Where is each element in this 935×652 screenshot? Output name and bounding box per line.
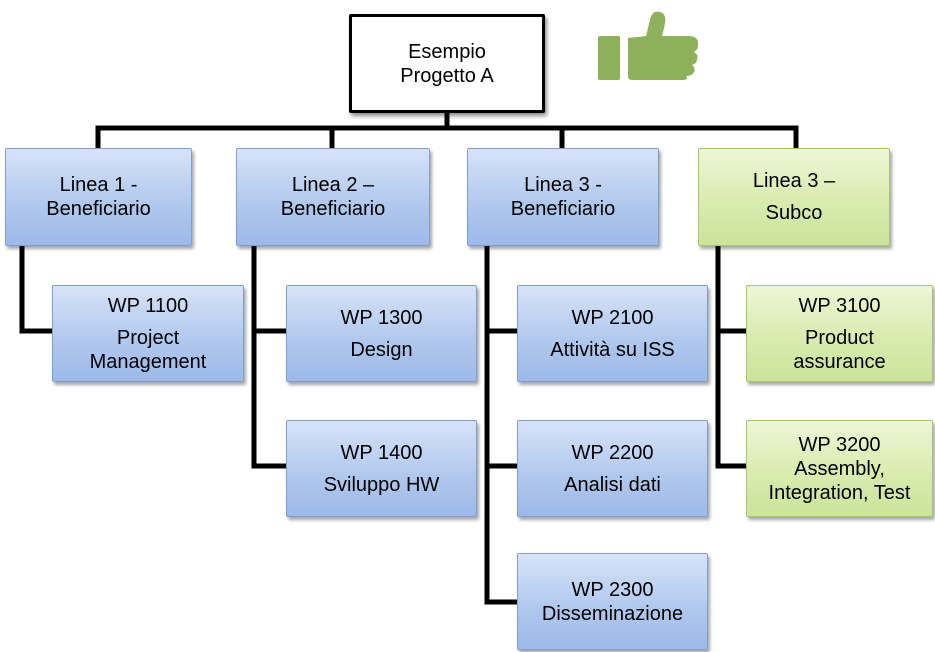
wp-2100: WP 2100 Attività su ISS — [517, 285, 708, 382]
branch-label-line1: Linea 1 - — [59, 174, 138, 196]
root-title-line1: Esempio — [408, 40, 486, 63]
wp-title-line1: Attività su ISS — [550, 338, 675, 361]
branch-label-line1: Linea 3 – — [752, 170, 836, 192]
wp-1300: WP 1300 Design — [286, 285, 477, 382]
wp-code: WP 2100 — [571, 306, 654, 329]
wp-code: WP 3100 — [798, 294, 881, 317]
branch-label-line2: Subco — [765, 202, 823, 224]
branch-label-line2: Beneficiario — [280, 198, 386, 220]
root-node: Esempio Progetto A — [349, 14, 545, 113]
branch-linea-3: Linea 3 - Beneficiario — [467, 148, 659, 246]
wp-3100: WP 3100 Product assurance — [746, 285, 933, 382]
branch-label-line2: Beneficiario — [46, 198, 151, 220]
wp-code: WP 2200 — [571, 441, 654, 464]
wp-title-line1: Sviluppo HW — [323, 473, 440, 496]
wp-title-line1: Product — [805, 326, 874, 349]
wp-code: WP 2300 — [571, 578, 654, 601]
wp-2200: WP 2200 Analisi dati — [517, 420, 708, 517]
wp-code: WP 1400 — [340, 441, 423, 464]
wp-title-line1: Assembly, — [794, 457, 885, 480]
wp-title-line2: assurance — [793, 350, 886, 373]
wp-title-line2: Integration, Test — [768, 481, 911, 504]
branch-label-line2: Beneficiario — [510, 198, 616, 220]
branch-label-line1: Linea 3 - — [524, 174, 602, 196]
thumbs-up-icon — [598, 11, 699, 80]
root-title-line2: Progetto A — [400, 64, 494, 87]
wp-code: WP 1300 — [340, 306, 423, 329]
wp-title-line1: Project — [116, 326, 180, 349]
branch-linea-3-subco: Linea 3 – Subco — [698, 148, 890, 246]
branch-linea-1: Linea 1 - Beneficiario — [5, 148, 192, 246]
wp-code: WP 3200 — [798, 433, 881, 456]
branch-label-line1: Linea 2 – — [291, 174, 375, 196]
wp-title-line1: Design — [350, 338, 413, 361]
branch-linea-2: Linea 2 – Beneficiario — [236, 148, 430, 246]
wp-title-line1: Disseminazione — [541, 602, 684, 625]
wp-2300: WP 2300 Disseminazione — [517, 553, 708, 650]
wp-1100: WP 1100 Project Management — [52, 285, 244, 382]
wp-3200: WP 3200 Assembly, Integration, Test — [746, 420, 933, 517]
wp-1400: WP 1400 Sviluppo HW — [286, 420, 477, 517]
wp-title-line2: Management — [89, 350, 207, 373]
wp-code: WP 1100 — [107, 294, 189, 317]
wp-title-line1: Analisi dati — [564, 473, 661, 496]
